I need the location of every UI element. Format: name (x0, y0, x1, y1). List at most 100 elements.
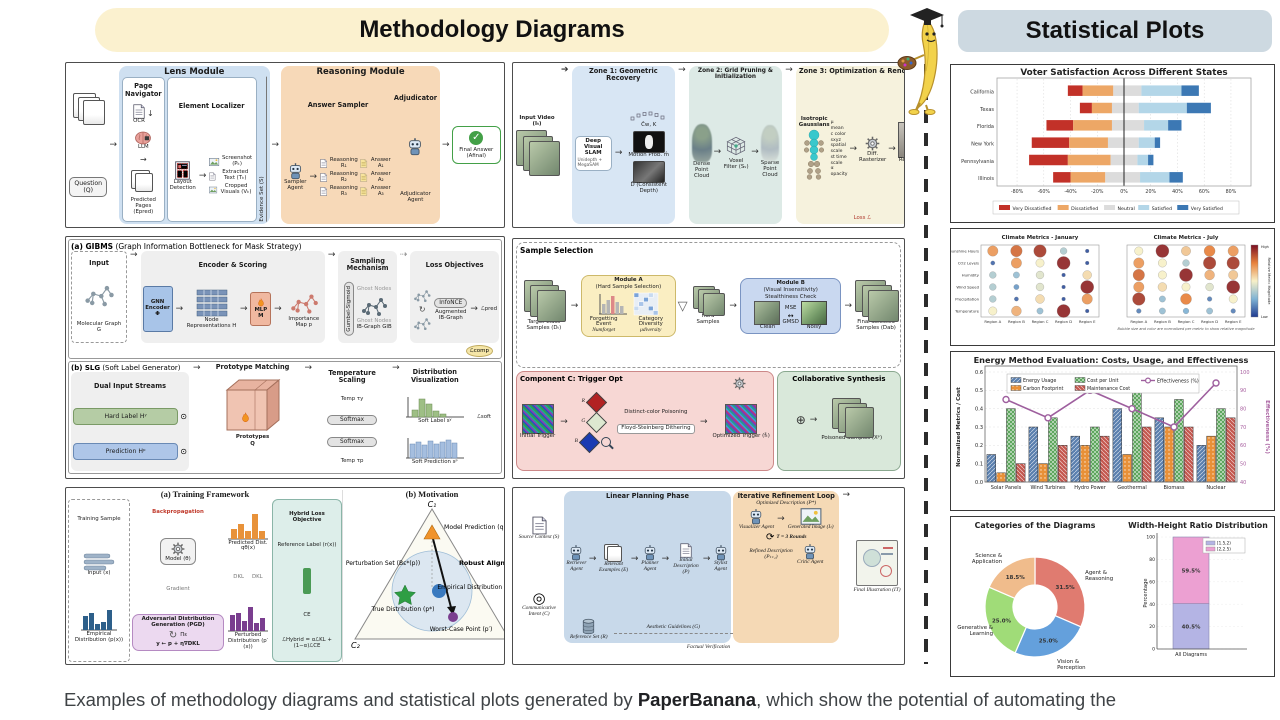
svg-text:Region D: Region D (1201, 319, 1218, 324)
arrow-icon: → (239, 303, 248, 314)
arrow-icon: → (175, 303, 184, 314)
svg-text:40: 40 (1240, 480, 1246, 486)
predicted-pages-icon (131, 170, 155, 192)
module-a-subtitle: (Hard Sample Selection) (595, 283, 662, 290)
graph-view-icon (414, 289, 432, 303)
svg-text:31.5%: 31.5% (1056, 585, 1076, 591)
svg-text:Climate Metrics - January: Climate Metrics - January (1002, 235, 1079, 241)
critic-agent-icon (802, 544, 818, 560)
rounds-label: T = 3 Rounds (776, 533, 807, 540)
loss-soft-label: ℒsoft (477, 413, 491, 420)
stylist-agent-icon (713, 545, 729, 561)
svg-text:Illinois: Illinois (978, 176, 994, 182)
arrow-icon: → (271, 139, 280, 150)
diversity-grid (634, 292, 659, 315)
slg-title-bold: (b) SLG (71, 364, 101, 372)
svg-text:Width-Height Ratio Distributio: Width-Height Ratio Distribution (1128, 521, 1268, 530)
svg-text:Low: Low (1261, 315, 1268, 319)
clean-label: Clean (759, 324, 776, 331)
dkl-label: DKL (252, 573, 263, 580)
ib-graph-label: IB-Graph GIB (356, 324, 392, 331)
predicted-histogram (228, 513, 268, 540)
zone2-box: Zone 2: Grid Pruning & Initialization De… (688, 66, 783, 224)
category-diversity-label: Category Diversity (638, 315, 664, 328)
cropped-visuals-label: Cropped Visuals (Vₖ) (220, 183, 252, 196)
floyd-steinberg-label: Floyd-Steinberg Dithering (617, 424, 695, 434)
svg-text:Neutral: Neutral (1118, 206, 1135, 212)
gibms-sampling-title: Sampling Mechanism (346, 256, 389, 273)
gnn-encoder-box: GNN Encoder Φ (142, 286, 173, 333)
training-sample-box: Training Sample Input (x) Empirical Dist… (68, 499, 130, 662)
arrow-icon: → (130, 250, 138, 260)
oplus-icon: ⊕ (795, 413, 806, 427)
module-b-box: Module B (Visual Insensitivity) Stealthi… (739, 277, 842, 335)
source-context-icon (532, 516, 547, 535)
answer-2-label: Answer A₂ (370, 170, 391, 183)
arrow-icon: → (842, 490, 850, 500)
poisoned-samples-label: Poisoned Samples (Xᵖ) (821, 435, 883, 442)
svg-text:59.5%: 59.5% (1182, 568, 1201, 574)
arrow-icon: → (844, 300, 853, 311)
g-channel-diamond (586, 411, 608, 433)
gaussian-param-mean: μ mean (830, 120, 844, 132)
svg-text:Carbon Footprint: Carbon Footprint (1023, 386, 1064, 392)
svg-text:-40%: -40% (1064, 189, 1077, 195)
critic-agent-label: Critic Agent (797, 559, 824, 566)
svg-text:0.6: 0.6 (975, 370, 983, 376)
svg-text:40: 40 (1149, 602, 1155, 608)
sparse-cloud-icon (760, 125, 779, 162)
gaussian-param-color: c color (830, 131, 846, 137)
mudiversity-label: μdiversity (640, 327, 662, 334)
stealthiness-check-label: Stealthiness Check (765, 293, 817, 300)
final-selected-stack (855, 280, 899, 323)
gibms-sampling-box: Sampling Mechanism Gumbel-Sigmoid Ghost … (338, 251, 397, 343)
svg-text:-60%: -60% (1038, 189, 1051, 195)
aesthetic-guidelines-label: Aesthetic Guidelines (G) (613, 624, 733, 634)
motion-prob-icon (632, 131, 665, 154)
reasoning-module-group: Reasoning Module Answer Sampler Sampler … (281, 66, 440, 224)
model-box: Model (θ) (160, 537, 196, 566)
retriever-agent-label: Retriever Agent (566, 560, 587, 573)
softmax-pill: Softmax (327, 436, 378, 447)
slam-sub-label: Unidepth + MegaSAM (577, 157, 603, 168)
soft-prediction-histogram (405, 437, 464, 459)
perturbation-set-label: Perturbation Set (Bε*(p)) (346, 560, 420, 567)
zone1-title: Zone 1: Geometric Recovery (589, 67, 658, 83)
module-b-title: Module B (776, 279, 805, 286)
robust-alignment-label: Robust Alignment (459, 559, 505, 567)
motivation-simplex: C₁ C₂ C₃ Model Prediction (qθ) Robust Al… (346, 500, 505, 650)
gibms-input-title: Input (89, 259, 109, 268)
final-answer-box: ✓ Final Answer (Afinal) (451, 125, 501, 165)
stylist-agent-label: Stylist Agent (714, 560, 728, 573)
prototypes-label: Prototypes (235, 434, 270, 441)
slam-box: Deep Visual SLAM Unidepth + MegaSAM (574, 135, 612, 171)
layout-detection-label: Layout Detection (169, 178, 196, 191)
importance-map-label: Importance Map p (288, 316, 320, 329)
mlp-box: MLP M (250, 292, 272, 327)
svg-text:0.4: 0.4 (975, 406, 983, 412)
depth-label: D̂ (Consistent Depth) (630, 182, 667, 195)
soft-label-histogram (405, 396, 464, 418)
slg-subpanel: (b) SLG (Soft Label Generator) Dual Inpu… (68, 361, 502, 474)
predicted-pages-label: Predicted Pages (Epred) (130, 197, 156, 216)
svg-text:0.2: 0.2 (975, 443, 983, 449)
answer-3-label: Answer A₃ (370, 184, 391, 197)
screenshot-icon (209, 157, 219, 167)
final-selected-label: Final Selected Samples (Dab) (856, 319, 896, 331)
reasoning-2-label: Reasoning R₂ (329, 170, 358, 183)
module-b-subtitle: (Visual Insensitivity) (763, 286, 818, 293)
gradient-label: Gradient (166, 585, 190, 592)
ce-bar-icon (303, 567, 311, 594)
gmsd-label: GMSD (782, 319, 799, 326)
arrow-icon: → (193, 363, 201, 373)
mlp-label: MLP M (254, 307, 268, 320)
svg-text:Florida: Florida (977, 124, 994, 130)
prediction-box: Prediction Hᵖ (73, 443, 179, 461)
augmented-graph-icon (414, 317, 432, 331)
svg-text:Climate Metrics - July: Climate Metrics - July (1154, 235, 1219, 241)
rasterizer-gear-icon (864, 135, 881, 152)
gibms-title-rest: (Graph Information Bottleneck for Mask S… (113, 242, 302, 251)
answer-1-label: Answer A₁ (370, 156, 391, 169)
gaussian-human-icon (804, 129, 825, 180)
